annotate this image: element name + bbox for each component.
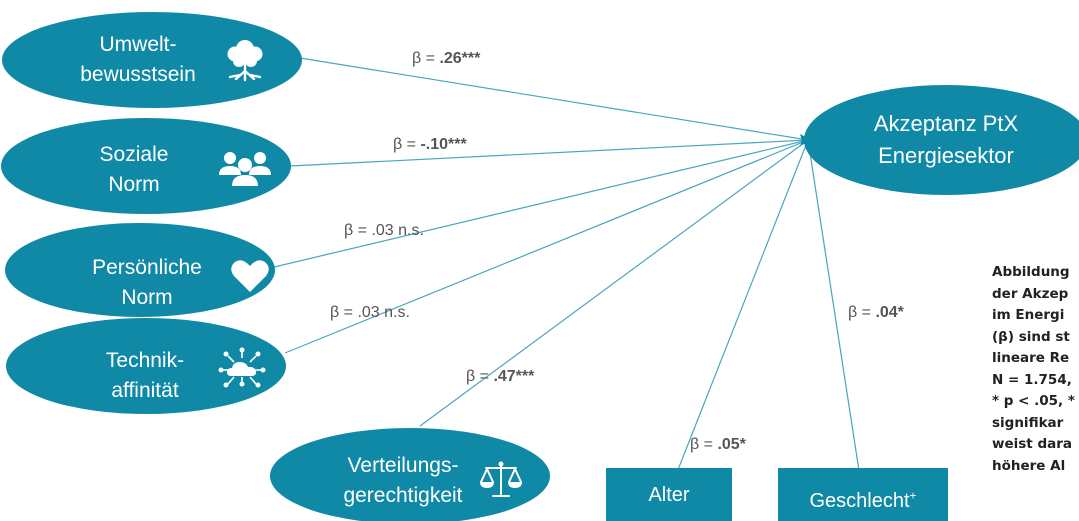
caption-line: der Akzep [992,285,1069,302]
label-akzeptanz: Akzeptanz PtX Energiesektor [846,108,1046,172]
label-text: Geschlecht [809,489,910,512]
path-line-alter [669,139,809,491]
node-akzeptanz [804,85,1079,195]
beta-prefix: β = [848,304,876,321]
beta-label-umwelt: β = .26*** [412,50,480,68]
label-line: Energiesektor [878,143,1014,168]
path-line-sozial [289,139,809,167]
beta-prefix: β = [412,50,440,67]
beta-label-persoenlich: β = .03 n.s. [344,222,424,240]
label-line: Norm [108,173,160,196]
label-line: Alter [648,484,690,506]
beta-label-sozial: β = -.10*** [393,136,467,154]
beta-value: .47*** [493,368,535,385]
beta-prefix: β = [330,304,358,321]
heart-icon [231,260,269,292]
label-verteilungsgerechtigkeit: Verteilungs- gerechtigkeit [318,451,488,511]
label-persoenliche-norm: Persönliche Norm [62,253,232,313]
label-line: Umwelt- [99,33,177,56]
caption-line: im Energi [992,307,1065,323]
label-superscript: + [909,488,917,502]
beta-label-technik: β = .03 n.s. [330,304,410,322]
node-verteilungsgerechtigkeit [270,428,550,521]
label-line: Persönliche [92,256,202,279]
beta-prefix: β = [393,136,421,153]
caption-line: Abbildung [992,264,1070,280]
node-technikaffinitaet [6,318,286,414]
label-line: Akzeptanz PtX [873,111,1019,136]
caption-line: weist dara [992,436,1072,452]
beta-value: -.10*** [420,136,467,153]
label-umweltbewusstsein: Umwelt- bewusstsein [58,30,218,90]
label-geschlecht: Geschlecht+ [778,480,948,516]
caption-line: lineare Re [992,350,1070,366]
label-soziale-norm: Soziale Norm [64,140,204,200]
cloud-network-icon [218,347,266,388]
label-line: Geschlecht+ [809,488,917,512]
beta-value: .04* [875,304,904,321]
node-umweltbewusstsein [2,12,302,108]
label-line: Soziale [99,143,169,166]
node-persoenliche-norm [5,223,275,317]
caption-line: (β) sind st [992,328,1070,345]
beta-value: .03 n.s. [371,222,424,239]
beta-prefix: β = [690,436,718,453]
node-alter [606,468,732,521]
label-line: Verteilungs- [347,454,459,477]
node-soziale-norm [1,118,291,214]
path-line-persoenlich [269,139,809,269]
label-line: Technik- [105,349,185,372]
scales-icon [480,461,522,497]
people-group-icon [219,152,271,186]
beta-label-alter: β = .05* [690,436,746,454]
label-line: gerechtigkeit [343,484,463,507]
caption-line: höhere Al [992,457,1066,474]
beta-label-verteilung: β = .47*** [466,368,534,386]
beta-prefix: β = [466,368,494,385]
label-line: Norm [121,286,173,309]
node-geschlecht [778,468,948,521]
label-line: affinität [111,379,179,402]
beta-value: .03 n.s. [357,304,410,321]
path-line-verteilung [419,139,809,427]
caption-line: * p < .05, * [992,393,1075,409]
label-alter: Alter [606,480,732,510]
beta-label-geschlecht: β = .04* [848,304,904,322]
figure-caption: Abbildung der Akzep im Energi (β) sind s… [992,262,1079,477]
label-line: bewusstsein [80,63,196,86]
path-lines [269,57,863,491]
caption-line: signifikar [992,414,1064,431]
caption-line: N = 1.754, [992,371,1072,388]
path-line-technik [284,139,809,354]
tree-icon [227,40,263,82]
beta-prefix: β = [344,222,372,239]
path-line-geschlecht [807,139,863,491]
beta-value: .26*** [439,50,481,67]
label-technikaffinitaet: Technik- affinität [70,346,220,406]
beta-value: .05* [717,436,746,453]
path-line-umwelt [299,57,809,141]
